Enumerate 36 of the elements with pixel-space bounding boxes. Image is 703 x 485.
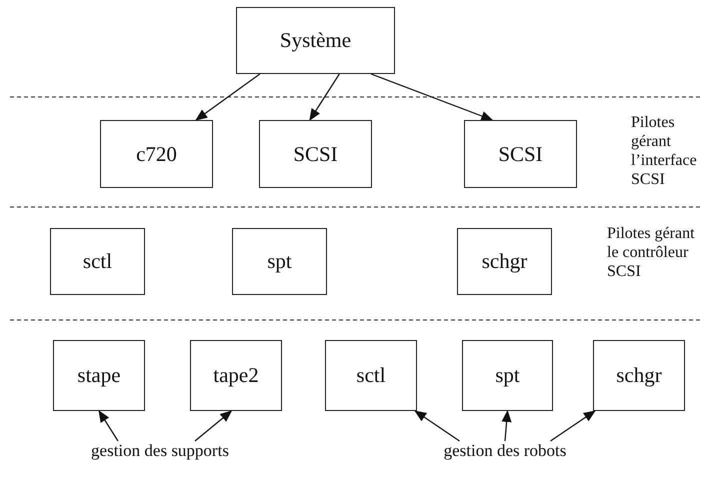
box-label: schgr xyxy=(482,249,528,274)
driver-box xyxy=(232,228,327,295)
arrow xyxy=(414,410,460,442)
driver-box xyxy=(100,120,213,188)
arrow xyxy=(194,410,232,442)
arrow xyxy=(370,73,494,121)
box-label: c720 xyxy=(136,142,177,166)
driver-box xyxy=(53,340,145,411)
driver-box xyxy=(236,7,395,74)
box-label: schgr xyxy=(616,363,662,388)
arrow xyxy=(502,410,512,442)
arrow xyxy=(98,410,118,442)
box-label: sctl xyxy=(356,363,386,388)
annotation-text: gestion des supports xyxy=(90,441,230,483)
layer-note: Pilotes gérant le contrôleur SCSI xyxy=(607,224,696,281)
arrow xyxy=(550,410,596,442)
driver-box xyxy=(50,228,145,295)
arrow xyxy=(309,74,340,121)
driver-box xyxy=(462,340,553,411)
driver-box xyxy=(190,340,282,411)
driver-box xyxy=(259,120,372,188)
annotation-text: gestion des robots xyxy=(440,441,570,483)
driver-box xyxy=(464,120,577,188)
driver-box xyxy=(325,340,417,411)
box-label: SCSI xyxy=(293,142,338,166)
box-label: Système xyxy=(280,28,352,53)
driver-box xyxy=(593,340,685,411)
box-label: SCSI xyxy=(498,142,543,166)
box-label: tape2 xyxy=(213,363,259,388)
arrow xyxy=(195,74,260,121)
driver-box xyxy=(457,228,552,295)
box-label: spt xyxy=(267,249,292,274)
box-label: sctl xyxy=(82,249,112,274)
layer-note: Pilotes gérant l’interface SCSI xyxy=(631,113,698,189)
box-label: stape xyxy=(77,363,121,388)
box-label: spt xyxy=(495,363,520,388)
